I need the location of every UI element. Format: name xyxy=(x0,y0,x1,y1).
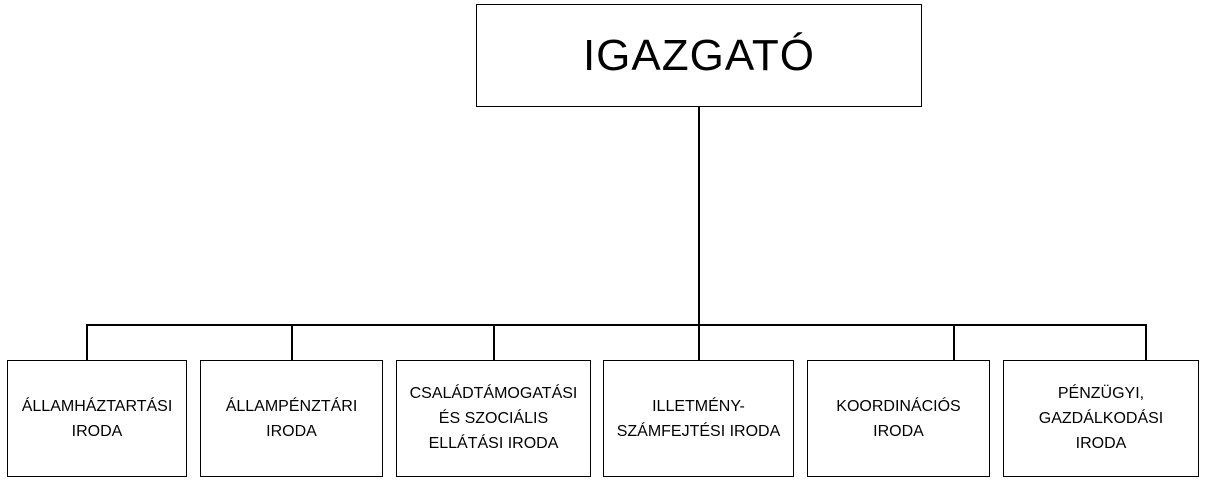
horizontal-bus-line xyxy=(86,324,1146,326)
child-connector-line-1 xyxy=(86,324,88,360)
child-node-csaladtamogatasi: CSALÁDTÁMOGATÁSI ÉS SZOCIÁLIS ELLÁTÁSI I… xyxy=(396,360,591,477)
child-connector-line-4 xyxy=(698,324,700,360)
child-node-allampenztari: ÁLLAMPÉNZTÁRI IRODA xyxy=(200,360,383,477)
root-connector-line xyxy=(698,107,700,325)
child-node-label: ÁLLAMPÉNZTÁRI IRODA xyxy=(225,397,358,440)
child-node-label: CSALÁDTÁMOGATÁSI ÉS SZOCIÁLIS ELLÁTÁSI I… xyxy=(409,385,578,452)
child-node-illetmeny-szamfejtesi: ILLETMÉNY- SZÁMFEJTÉSI IRODA xyxy=(603,360,794,477)
child-node-label: PÉNZÜGYI, GAZDÁLKODÁSI IRODA xyxy=(1038,385,1164,452)
child-connector-line-2 xyxy=(291,324,293,360)
child-node-label: ÁLLAMHÁZTARTÁSI IRODA xyxy=(21,397,173,440)
child-node-allamhaztartasi: ÁLLAMHÁZTARTÁSI IRODA xyxy=(7,360,187,477)
child-connector-line-3 xyxy=(493,324,495,360)
child-node-penzugyi-gazdalkodasi: PÉNZÜGYI, GAZDÁLKODÁSI IRODA xyxy=(1003,360,1199,477)
root-node: IGAZGATÓ xyxy=(476,4,922,107)
child-connector-line-5 xyxy=(953,324,955,360)
child-node-label: KOORDINÁCIÓS IRODA xyxy=(836,397,961,440)
root-node-label: IGAZGATÓ xyxy=(582,30,816,80)
child-node-label: ILLETMÉNY- SZÁMFEJTÉSI IRODA xyxy=(616,397,781,440)
child-connector-line-6 xyxy=(1145,324,1147,360)
child-node-koordinacios: KOORDINÁCIÓS IRODA xyxy=(807,360,990,477)
